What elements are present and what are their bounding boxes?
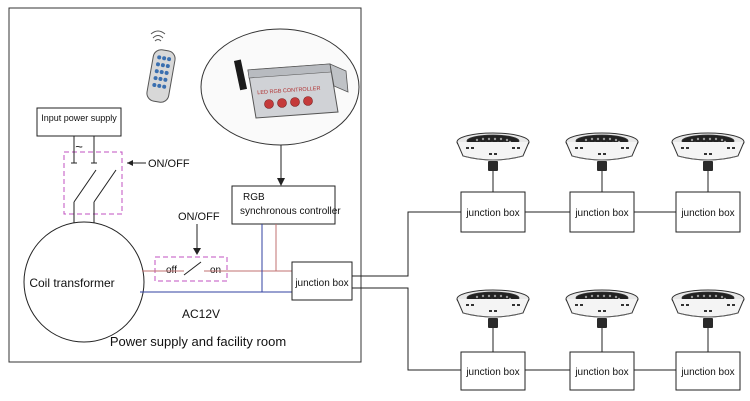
room-caption: Power supply and facility room [110,334,286,349]
controller-line2: synchronous controller [240,206,341,217]
input-power-label: Input power supply [41,113,117,123]
facility-room-frame [8,7,362,363]
pool-light-icon [671,132,745,181]
junction-label-2: junction box [574,208,628,219]
pool-light-icon [565,132,639,181]
junction-label-1: junction box [465,208,519,219]
junction-label-5: junction box [574,367,628,378]
rgb-controller-box [231,185,336,225]
pool-light-icon [456,132,530,181]
ac-symbol: ~ [75,139,83,154]
junction-box-1 [460,191,526,233]
device-panel-text: LED RGB CONTROLLER [257,86,321,96]
junction-box-4 [460,351,526,391]
second-switch-label: ON/OFF [178,211,220,223]
main-switch [63,136,123,230]
junction-box-2 [569,191,635,233]
coil-transformer [23,221,145,343]
junction-label-4: junction box [465,367,519,378]
junction-label-3: junction box [680,208,734,219]
controller-line1: RGB [243,192,265,203]
junction-box-3 [675,191,741,233]
pool-light-icon [456,289,530,338]
pool-light-icon [565,289,639,338]
main-switch-label: ON/OFF [148,158,190,170]
controller-device-picture: LED RGB CONTROLLER [200,28,360,146]
input-power-box [36,107,122,137]
junction-box-5 [569,351,635,391]
main-junction-box [291,261,353,301]
second-switch [154,256,228,282]
pool-light-icon [671,289,745,338]
remote-control-icon [146,30,176,103]
transformer-label: Coil transformer [29,276,114,290]
main-junction-label: junction box [294,278,348,289]
voltage-label: AC12V [182,307,220,321]
junction-label-6: junction box [680,367,734,378]
